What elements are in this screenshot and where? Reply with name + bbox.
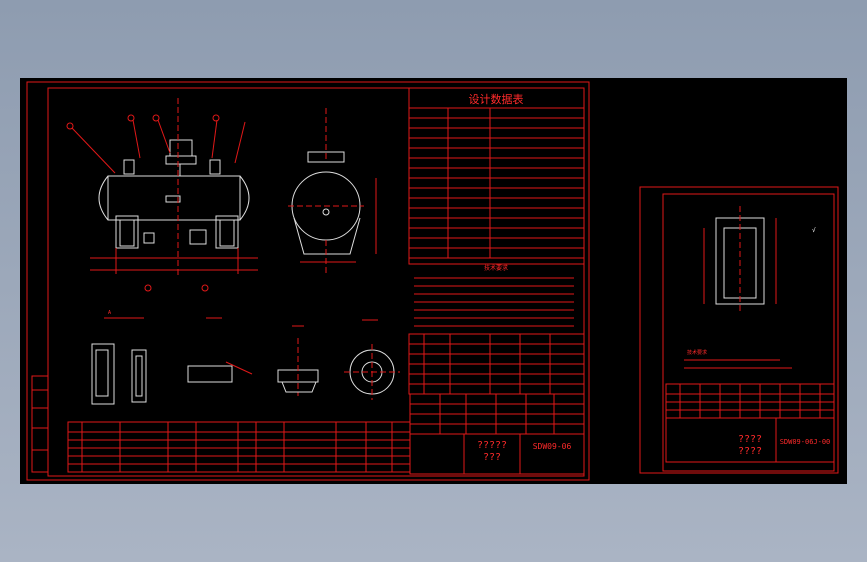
detail-title-placeholder-2: ???? bbox=[738, 446, 762, 457]
detail-title-block: ???? ???? SDW09-06J-00 bbox=[665, 383, 835, 463]
nozzle-table bbox=[408, 333, 585, 395]
main-title-placeholder-1: ????? bbox=[477, 440, 507, 451]
parts-list bbox=[67, 421, 411, 473]
vessel-front-view bbox=[66, 98, 258, 292]
detail-title-placeholder-1: ???? bbox=[738, 434, 762, 445]
cad-drawing-canvas[interactable]: A 设计数据表 技术要求 bbox=[20, 78, 847, 484]
svg-text:√: √ bbox=[812, 227, 816, 234]
main-frame bbox=[47, 87, 585, 477]
detail-views: A bbox=[91, 310, 400, 405]
tech-req-title: 技术要求 bbox=[484, 264, 508, 272]
main-sheet-border bbox=[26, 81, 590, 481]
design-data-table: 设计数据表 bbox=[408, 87, 585, 265]
svg-text:A: A bbox=[108, 310, 111, 316]
technical-requirements: 技术要求 bbox=[414, 264, 574, 327]
detail-drawing-number: SDW09-06J-00 bbox=[780, 438, 831, 446]
vessel-side-view bbox=[288, 108, 377, 274]
cad-drawing: A 设计数据表 技术要求 bbox=[26, 81, 839, 481]
design-data-title: 设计数据表 bbox=[469, 92, 524, 106]
main-title-block: ????? ??? SDW09-06 bbox=[409, 393, 585, 475]
detail-frame bbox=[662, 193, 835, 472]
main-title-placeholder-2: ??? bbox=[483, 452, 501, 463]
detail-part-view: √ 技术要求 bbox=[684, 206, 816, 369]
main-drawing-number: SDW09-06 bbox=[533, 442, 572, 451]
detail-sheet-border bbox=[639, 186, 839, 474]
detail-note-label: 技术要求 bbox=[687, 349, 707, 356]
